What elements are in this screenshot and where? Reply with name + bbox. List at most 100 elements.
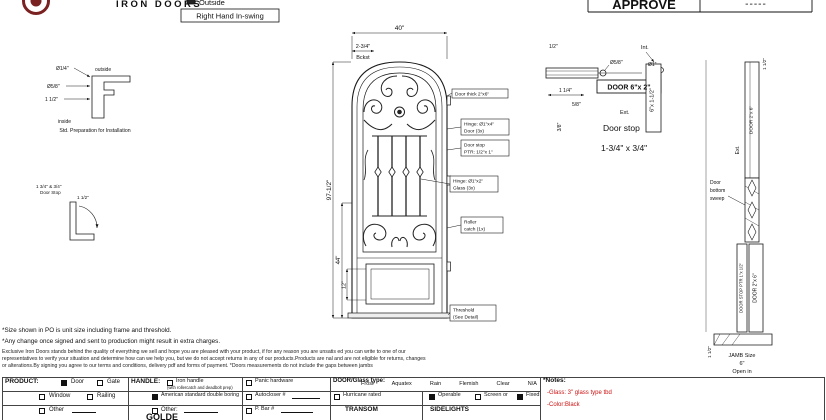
table-line bbox=[128, 377, 129, 420]
product-window-label: Window bbox=[49, 393, 71, 399]
partial-text: GOLDE bbox=[146, 412, 179, 420]
callout-hinge-glass-2: Glass (3x) bbox=[453, 186, 475, 192]
prep-dim-quarter: Ø1/4" bbox=[56, 66, 69, 72]
pbar-label: P. Bar # bbox=[255, 406, 275, 412]
checkbox-operable[interactable] bbox=[429, 394, 435, 400]
logo-text: IRON DOORS bbox=[116, 0, 202, 10]
disclaimer-line-1: Exclusive Iron Doors stands behind the q… bbox=[2, 349, 406, 355]
glass-type-na[interactable]: N/A bbox=[527, 381, 537, 387]
iron-handle-label: Iron handle bbox=[176, 378, 204, 384]
swing-label: Right Hand In-swing bbox=[196, 12, 264, 21]
blank-line[interactable] bbox=[292, 393, 320, 399]
jamb-label-3: Open in bbox=[732, 369, 751, 375]
note-size: *Size shown in PO is unit size including… bbox=[2, 327, 172, 334]
callout-threshold-1: Threshold bbox=[453, 308, 475, 314]
checkbox-fixed[interactable] bbox=[517, 394, 523, 400]
prep-outside-label: outside bbox=[95, 67, 111, 73]
approve-box bbox=[587, 0, 813, 13]
table-line bbox=[2, 391, 540, 392]
head-door-stop-1: Door stop bbox=[603, 123, 640, 133]
head-dim-half: 1/2" bbox=[549, 44, 558, 50]
callout-roller-2: catch (1x) bbox=[464, 227, 485, 233]
glass-type-frost[interactable]: Frost bbox=[361, 381, 374, 387]
jamb-door-top: DOOR 2"x 6" bbox=[749, 106, 755, 134]
checkbox-iron-handle[interactable] bbox=[167, 380, 173, 386]
checkbox-product-other[interactable] bbox=[39, 408, 45, 414]
doorstop-detail: 1 3/4" & 3/4" Door Stop 1 1/2" bbox=[36, 184, 99, 241]
table-line bbox=[540, 377, 541, 420]
prep-dim-five-eighths: Ø5/8" bbox=[47, 84, 60, 90]
jamb-dim-top: 1 1/2" bbox=[762, 58, 767, 70]
dim-backset: 2-3/4" bbox=[356, 44, 371, 50]
prep-dim-one-half: 1 1/2" bbox=[45, 97, 58, 103]
checkbox-autocloser[interactable] bbox=[246, 394, 252, 400]
callouts bbox=[420, 88, 510, 322]
swing-box bbox=[180, 8, 280, 23]
prep-inside-label: inside bbox=[58, 119, 71, 125]
jamb-door-bottom: DOOR 2"x 6" bbox=[753, 273, 759, 303]
prep-detail: Ø1/4" outside Ø5/8" 1 1/2" inside Std. P… bbox=[45, 66, 131, 134]
doorstop-title: Door Stop bbox=[40, 190, 61, 195]
handle-other-label: Other: bbox=[161, 407, 178, 413]
dim-44: 44" bbox=[336, 256, 342, 265]
blank-line[interactable] bbox=[184, 407, 218, 413]
glass-type-flemish[interactable]: Flemish bbox=[459, 381, 479, 387]
jamb-sweep-3: sweep bbox=[710, 196, 725, 202]
blank-line[interactable] bbox=[281, 407, 313, 413]
threshold bbox=[347, 312, 452, 319]
panic-label: Panic hardware bbox=[255, 378, 294, 384]
checkbox-handle-other[interactable] bbox=[152, 408, 158, 414]
glass-type-rain[interactable]: Rain bbox=[429, 381, 442, 387]
jamb-sweep-1: Door bbox=[710, 180, 721, 186]
table-line bbox=[824, 377, 825, 420]
checkbox-railing[interactable] bbox=[87, 394, 93, 400]
checkbox-panic[interactable] bbox=[246, 380, 252, 386]
glass-type-clear[interactable]: Clear bbox=[496, 381, 510, 387]
callout-hinge-door-2: Door (3x) bbox=[464, 129, 484, 135]
jamb-label-2: 6" bbox=[739, 361, 744, 367]
head-dim-three-eighths: 3/8" bbox=[557, 122, 563, 131]
checkbox-hurricane[interactable] bbox=[334, 394, 340, 400]
table-line bbox=[2, 377, 824, 378]
hinge-mark bbox=[446, 261, 451, 272]
checkbox-pbar[interactable] bbox=[246, 408, 252, 414]
table-line bbox=[2, 405, 540, 406]
door-elevation bbox=[347, 61, 452, 319]
product-other-label: Other bbox=[49, 407, 65, 413]
glass-type-label: DOOR/Glass type: bbox=[333, 378, 386, 384]
head-jamb-size: 6"x 1-1/2" bbox=[650, 88, 656, 112]
disclaimer-line-2: representatives to verify your situation… bbox=[2, 356, 426, 362]
callout-roller-1: Roller bbox=[464, 220, 477, 226]
callout-hinge-door-1: Hinge: Ø1"x4" bbox=[464, 122, 494, 128]
checkbox-window[interactable] bbox=[39, 394, 45, 400]
table-line bbox=[2, 377, 3, 420]
screen-label: Screen or bbox=[484, 392, 508, 398]
doorstop-dim: 1 1/2" bbox=[77, 195, 89, 200]
outside-checkbox[interactable] bbox=[186, 0, 196, 5]
sidelights-label: SIDELIGHTS bbox=[430, 406, 470, 413]
callout-thickness: Door thick 2"x6" bbox=[455, 92, 489, 98]
table-line bbox=[330, 377, 331, 420]
jamb-sweep-2: bottom bbox=[710, 188, 725, 194]
approve-label: APPROVE bbox=[612, 0, 676, 12]
jamb-section bbox=[705, 60, 773, 346]
callout-door-stop-1: Door stop bbox=[464, 143, 485, 149]
product-door-label: Door bbox=[71, 379, 85, 385]
checkbox-door[interactable] bbox=[61, 380, 67, 386]
product-label: PRODUCT: bbox=[5, 378, 39, 385]
table-line bbox=[242, 377, 243, 420]
checkbox-american-boring[interactable] bbox=[152, 394, 158, 400]
jamb-dim-bottom: 1 1/2" bbox=[707, 346, 712, 358]
callout-threshold-2: (See Detail) bbox=[453, 315, 479, 321]
product-railing-label: Railing bbox=[97, 393, 116, 399]
blank-line[interactable] bbox=[72, 407, 96, 413]
head-dia-one: Ø1" bbox=[648, 62, 657, 68]
glass-note: -Glass: 3" glass type tbd bbox=[547, 390, 612, 396]
head-ext-label: Ext. bbox=[620, 110, 630, 116]
checkbox-gate[interactable] bbox=[97, 380, 103, 386]
prep-caption: Std. Preparation for Installation bbox=[59, 128, 130, 134]
checkbox-screen[interactable] bbox=[475, 394, 481, 400]
form-notes-label: *Notes: bbox=[543, 377, 566, 384]
glass-type-aquatex[interactable]: Aquatex bbox=[391, 381, 412, 387]
